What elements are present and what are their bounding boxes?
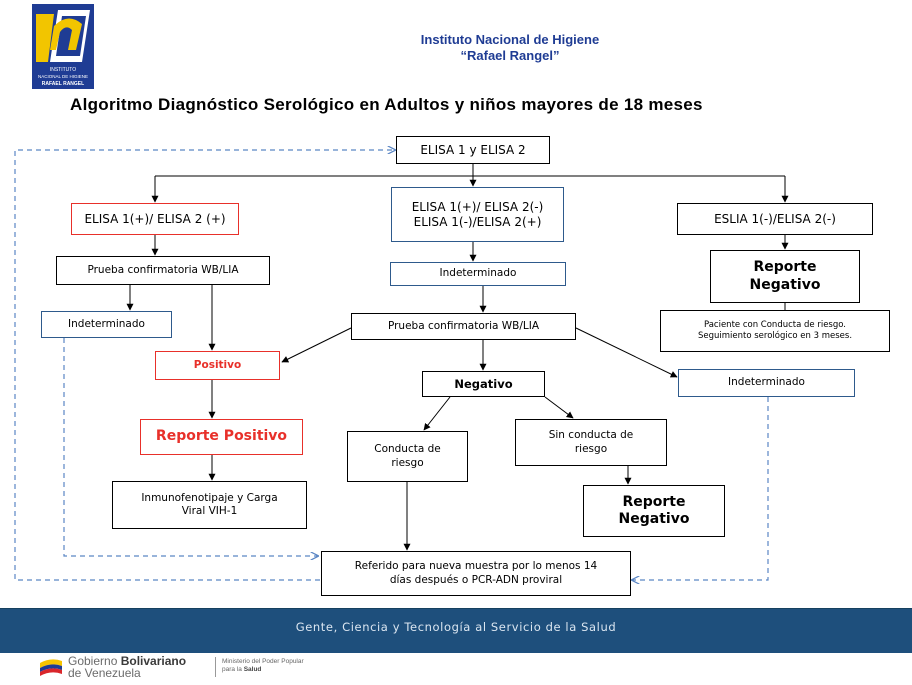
elisa-start-box: ELISA 1 y ELISA 2 (396, 136, 550, 164)
venezuela-flag-icon (40, 659, 62, 676)
referral-line-2: días después o PCR-ADN proviral (389, 573, 563, 586)
dashed-right-indet-to-referral (632, 397, 769, 580)
footer-slogan: Gente, Ciencia y Tecnología al Servicio … (295, 620, 617, 634)
left-confirmatory-box: Prueba confirmatoria WB/LIA (56, 256, 270, 285)
report-positive-box: Reporte Positivo (140, 419, 303, 455)
risk-note-line-1: Paciente con Conducta de riesgo. (703, 320, 847, 331)
svg-text:NACIONAL DE HIGIENE: NACIONAL DE HIGIENE (38, 74, 88, 79)
risk-note-line-2: Seguimiento serológico en 3 meses. (697, 331, 853, 341)
ministry-line-2-prefix: para la (222, 666, 244, 673)
left-both-positive-box: ELISA 1(+)/ ELISA 2 (+) (71, 203, 239, 235)
arrow-confirm-to-right-indet (575, 327, 678, 378)
institute-name: Instituto Nacional de Higiene (420, 32, 600, 47)
institute-logo: INSTITUTO NACIONAL DE HIGIENE RAFAEL RAN… (32, 4, 94, 89)
arrow-negative-to-norisk (544, 396, 574, 419)
ministry-line-2-bold: Salud (243, 666, 262, 673)
left-indeterminate-box: Indeterminado (41, 311, 172, 338)
arrow-negative-to-risk (423, 396, 451, 431)
arrow-confirm-to-positive-diag (281, 327, 352, 363)
mid-discordant-box: ELISA 1(+)/ ELISA 2(-) ELISA 1(-)/ELISA … (391, 187, 564, 242)
mid-discordant-line-1: ELISA 1(+)/ ELISA 2(-) (411, 199, 544, 214)
ministry-line-1: Ministerio del Poder Popular (222, 658, 304, 665)
dashed-left-indet-to-referral (63, 338, 318, 556)
risk-followup-note-box: Paciente con Conducta de riesgo. Seguimi… (660, 310, 890, 352)
right-indeterminate-box: Indeterminado (678, 369, 855, 397)
footer-band (0, 608, 912, 653)
positive-result-box: Positivo (155, 351, 280, 380)
right-both-negative-box: ESLIA 1(-)/ELISA 2(-) (677, 203, 873, 235)
svg-text:INSTITUTO: INSTITUTO (50, 67, 76, 73)
referral-line-1: Referido para nueva muestra por lo menos… (354, 560, 598, 573)
ministry-name: Ministerio del Poder Popular para la Sal… (222, 658, 304, 674)
mid-indeterminate-box: Indeterminado (390, 262, 566, 286)
gov-line-1-prefix: Gobierno (68, 654, 121, 668)
right-report-negative-box: Reporte Negativo (710, 250, 860, 303)
government-brand: Gobierno Bolivariano de Venezuela (68, 655, 186, 679)
negative-result-box: Negativo (422, 371, 545, 397)
footer-separator (215, 657, 216, 677)
no-risk-behavior-box: Sin conducta de riesgo (515, 419, 667, 466)
svg-text:RAFAEL RANGEL: RAFAEL RANGEL (42, 81, 84, 87)
institute-subname: “Rafael Rangel” (460, 48, 560, 63)
immunophenotyping-box: Inmunofenotipaje y Carga Viral VIH-1 (112, 481, 307, 529)
mid-confirmatory-box: Prueba confirmatoria WB/LIA (351, 313, 576, 340)
gov-line-2: de Venezuela (68, 666, 141, 680)
referral-box: Referido para nueva muestra por lo menos… (321, 551, 631, 596)
algorithm-title: Algoritmo Diagnóstico Serológico en Adul… (70, 95, 703, 114)
risk-behavior-box: Conducta de riesgo (347, 431, 468, 482)
bottom-report-negative-box: Reporte Negativo (583, 485, 725, 537)
mid-discordant-line-2: ELISA 1(-)/ELISA 2(+) (413, 214, 542, 229)
gov-line-1-bold: Bolivariano (120, 654, 187, 668)
